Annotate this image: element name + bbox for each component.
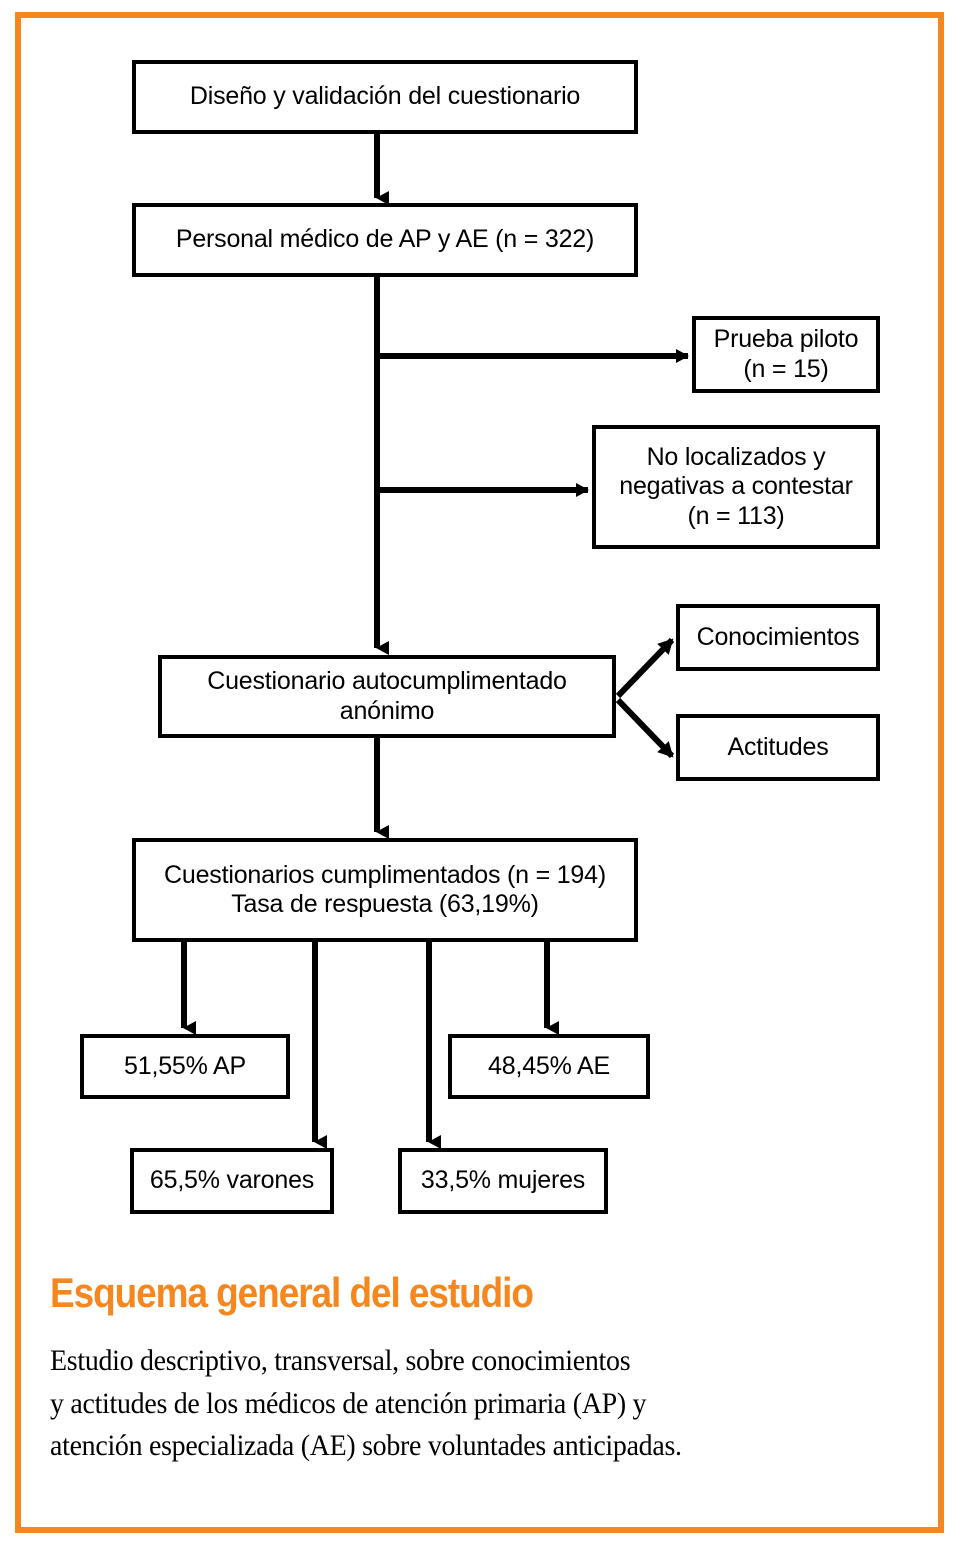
orange-frame-border xyxy=(15,12,944,1533)
node-nonlocated-label-line1: No localizados y xyxy=(646,442,826,471)
node-attitudes-label: Actitudes xyxy=(727,732,829,761)
node-men-label: 65,5% varones xyxy=(149,1166,315,1195)
node-pilot-label-line2: (n = 15) xyxy=(743,354,829,383)
node-ae-label: 48,45% AE xyxy=(488,1051,610,1080)
node-attitudes[interactable]: Actitudes xyxy=(676,714,880,781)
node-completed-questionnaires[interactable]: Cuestionarios cumplimentados (n = 194) T… xyxy=(132,838,638,942)
node-knowledge[interactable]: Conocimientos xyxy=(676,604,880,671)
caption-body-line3: atención especializada (AE) sobre volunt… xyxy=(50,1429,682,1463)
node-survey-label-line1: Cuestionario autocumplimentado xyxy=(207,667,567,695)
node-women-percentage[interactable]: 33,5% mujeres xyxy=(398,1148,608,1214)
node-medical-staff[interactable]: Personal médico de AP y AE (n = 322) xyxy=(132,203,638,277)
node-self-administered-survey[interactable]: Cuestionario autocumplimentado anónimo xyxy=(158,655,616,738)
node-specialized-care-percentage[interactable]: 48,45% AE xyxy=(448,1034,650,1099)
node-staff-label: Personal médico de AP y AE (n = 322) xyxy=(175,225,595,254)
caption-body-line1: Estudio descriptivo, transversal, sobre … xyxy=(50,1344,631,1377)
figure-caption: Esquema general del estudio Estudio desc… xyxy=(50,1272,910,1468)
node-pilot-label-line1: Prueba piloto xyxy=(713,325,859,353)
node-nonlocated-label-line2: negativas a contestar xyxy=(619,472,853,501)
node-women-label: 33,5% mujeres xyxy=(420,1166,586,1195)
node-survey-label-line2: anónimo xyxy=(339,696,435,725)
node-nonlocated-label-line3: (n = 113) xyxy=(687,501,785,530)
node-ap-label: 51,55% AP xyxy=(124,1051,246,1080)
node-completed-label-line2: Tasa de respuesta (63,19%) xyxy=(231,890,539,918)
node-primary-care-percentage[interactable]: 51,55% AP xyxy=(80,1034,290,1099)
node-knowledge-label: Conocimientos xyxy=(696,622,860,651)
node-completed-label-line1: Cuestionarios cumplimentados (n = 194) xyxy=(164,860,606,889)
caption-body: Estudio descriptivo, transversal, sobre … xyxy=(50,1340,850,1468)
node-men-percentage[interactable]: 65,5% varones xyxy=(130,1148,334,1214)
caption-title: Esquema general del estudio xyxy=(50,1269,534,1316)
caption-body-line2: y actitudes de los médicos de atención p… xyxy=(50,1386,647,1420)
node-design-validation[interactable]: Diseño y validación del cuestionario xyxy=(132,60,638,134)
node-design-label: Diseño y validación del cuestionario xyxy=(189,82,581,111)
node-pilot-test[interactable]: Prueba piloto (n = 15) xyxy=(692,316,880,393)
node-non-located-refused[interactable]: No localizados y negativas a contestar (… xyxy=(592,425,880,549)
